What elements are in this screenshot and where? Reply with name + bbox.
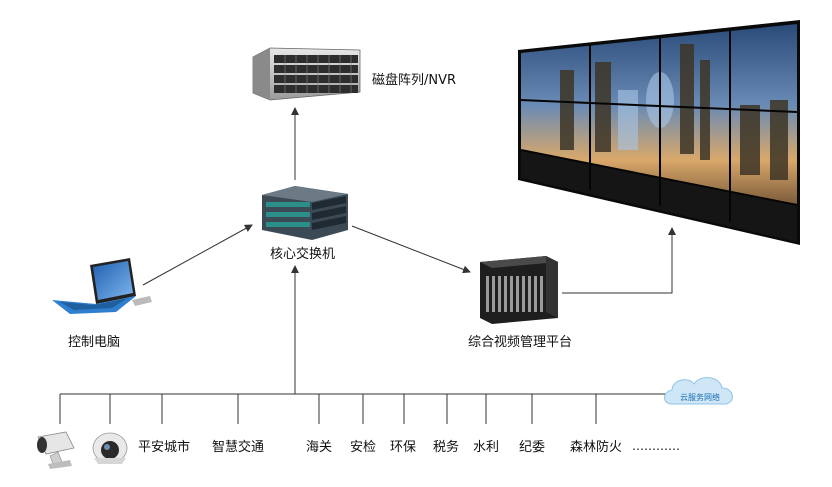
source-label: 纪委	[519, 440, 546, 455]
connector-platform-to-videowall	[562, 227, 676, 294]
cloud-icon	[664, 377, 733, 405]
source-label: 平安城市	[138, 440, 191, 455]
connector-pc-to-switch	[142, 224, 253, 286]
source-label: 安检	[350, 440, 377, 455]
connector-switch-to-platform	[351, 225, 471, 274]
storage-array-icon	[252, 47, 361, 101]
core-switch-label: 核心交换机	[270, 247, 336, 262]
source-label: 税务	[433, 440, 460, 455]
source-label: 水利	[473, 440, 500, 455]
video-platform-label: 综合视频管理平台	[468, 335, 573, 350]
cloud-label: 云服务网络	[680, 393, 720, 402]
source-label: 环保	[390, 440, 417, 455]
source-bus	[59, 393, 680, 424]
storage-label: 磁盘阵列/NVR	[372, 73, 457, 88]
control-pc-icon	[52, 258, 152, 314]
source-label: 森林防火	[570, 440, 623, 455]
source-ellipsis-label: …………	[632, 439, 680, 453]
bullet-camera-icon	[37, 431, 75, 469]
source-label: 智慧交通	[212, 440, 265, 455]
dome-camera-icon	[92, 432, 128, 464]
video-wall-icon	[518, 20, 800, 245]
core-switch-icon	[262, 186, 348, 240]
video-platform-icon	[480, 256, 558, 324]
control-pc-label: 控制电脑	[68, 335, 121, 350]
source-label: 海关	[306, 440, 333, 455]
